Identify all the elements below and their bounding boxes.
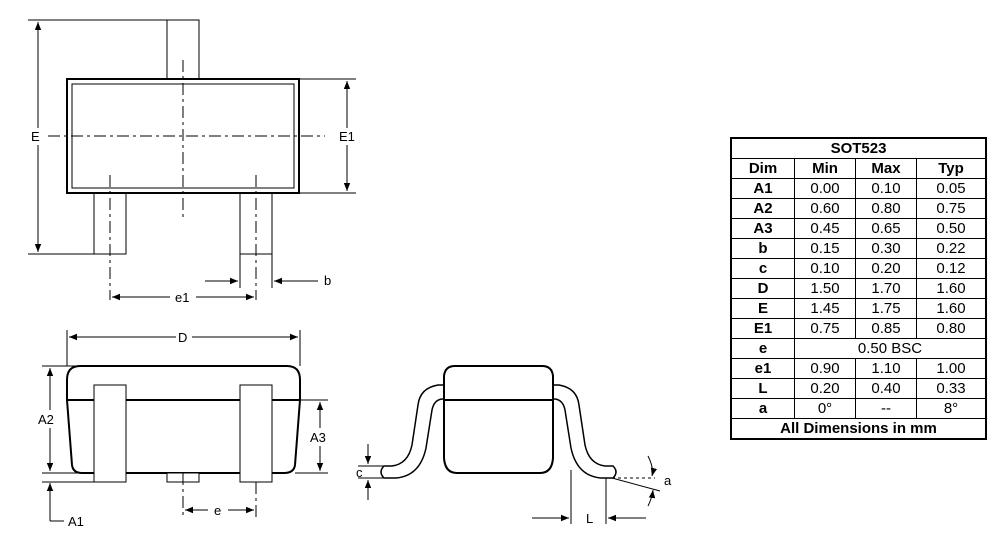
row-dim: A2 bbox=[730, 198, 795, 219]
label-e1: e1 bbox=[175, 290, 189, 305]
label-A1: A1 bbox=[68, 514, 84, 529]
row-max: 0.40 bbox=[855, 378, 917, 399]
label-c: c bbox=[356, 465, 363, 480]
row-span-value: 0.50 BSC bbox=[794, 338, 987, 359]
row-dim: A1 bbox=[730, 178, 795, 199]
row-typ: 0.22 bbox=[916, 238, 987, 259]
row-min: 1.45 bbox=[794, 298, 856, 319]
row-typ: 0.75 bbox=[916, 198, 987, 219]
label-A2: A2 bbox=[38, 412, 54, 427]
row-dim: D bbox=[730, 278, 795, 299]
top-view: E E1 b e1 bbox=[28, 19, 356, 305]
row-min: 0.75 bbox=[794, 318, 856, 339]
row-max: 1.10 bbox=[855, 358, 917, 379]
row-max: 0.85 bbox=[855, 318, 917, 339]
row-dim: A3 bbox=[730, 218, 795, 239]
row-dim: e1 bbox=[730, 358, 795, 379]
end-view: c a L bbox=[356, 365, 672, 526]
row-dim: E bbox=[730, 298, 795, 319]
row-max: 0.20 bbox=[855, 258, 917, 279]
side-lead-2 bbox=[239, 384, 273, 483]
row-min: 1.50 bbox=[794, 278, 856, 299]
row-dim: E1 bbox=[730, 318, 795, 339]
label-E1: E1 bbox=[339, 129, 355, 144]
label-A3: A3 bbox=[310, 430, 326, 445]
label-b: b bbox=[324, 273, 331, 288]
row-typ: 1.60 bbox=[916, 278, 987, 299]
row-min: 0.20 bbox=[794, 378, 856, 399]
row-min: 0.10 bbox=[794, 258, 856, 279]
row-typ: 0.50 bbox=[916, 218, 987, 239]
header-min: Min bbox=[794, 158, 856, 179]
row-min: 0.60 bbox=[794, 198, 856, 219]
row-typ: 8° bbox=[916, 398, 987, 419]
row-dim: L bbox=[730, 378, 795, 399]
row-max: 0.65 bbox=[855, 218, 917, 239]
side-lead-1 bbox=[93, 384, 127, 483]
row-max: -- bbox=[855, 398, 917, 419]
row-dim: a bbox=[730, 398, 795, 419]
label-L: L bbox=[586, 511, 593, 526]
row-dim: e bbox=[730, 338, 795, 359]
header-typ: Typ bbox=[916, 158, 987, 179]
row-typ: 0.12 bbox=[916, 258, 987, 279]
header-max: Max bbox=[855, 158, 917, 179]
row-min: 0.90 bbox=[794, 358, 856, 379]
table-title: SOT523 bbox=[730, 137, 987, 159]
row-typ: 0.33 bbox=[916, 378, 987, 399]
row-max: 1.70 bbox=[855, 278, 917, 299]
row-min: 0.45 bbox=[794, 218, 856, 239]
table-header-row: Dim Min Max Typ bbox=[730, 158, 987, 179]
table-footer: All Dimensions in mm bbox=[730, 418, 987, 440]
row-max: 0.10 bbox=[855, 178, 917, 199]
label-e: e bbox=[214, 503, 221, 518]
label-E: E bbox=[31, 129, 40, 144]
label-a: a bbox=[664, 473, 672, 488]
row-max: 1.75 bbox=[855, 298, 917, 319]
row-typ: 1.00 bbox=[916, 358, 987, 379]
row-typ: 0.05 bbox=[916, 178, 987, 199]
row-min: 0.00 bbox=[794, 178, 856, 199]
row-typ: 1.60 bbox=[916, 298, 987, 319]
row-typ: 0.80 bbox=[916, 318, 987, 339]
end-body bbox=[443, 365, 554, 474]
row-min: 0° bbox=[794, 398, 856, 419]
header-dim: Dim bbox=[730, 158, 795, 179]
row-dim: c bbox=[730, 258, 795, 279]
row-max: 0.80 bbox=[855, 198, 917, 219]
row-max: 0.30 bbox=[855, 238, 917, 259]
row-dim: b bbox=[730, 238, 795, 259]
row-min: 0.15 bbox=[794, 238, 856, 259]
label-D: D bbox=[178, 330, 187, 345]
side-view: D A2 A3 A1 e bbox=[38, 330, 328, 529]
